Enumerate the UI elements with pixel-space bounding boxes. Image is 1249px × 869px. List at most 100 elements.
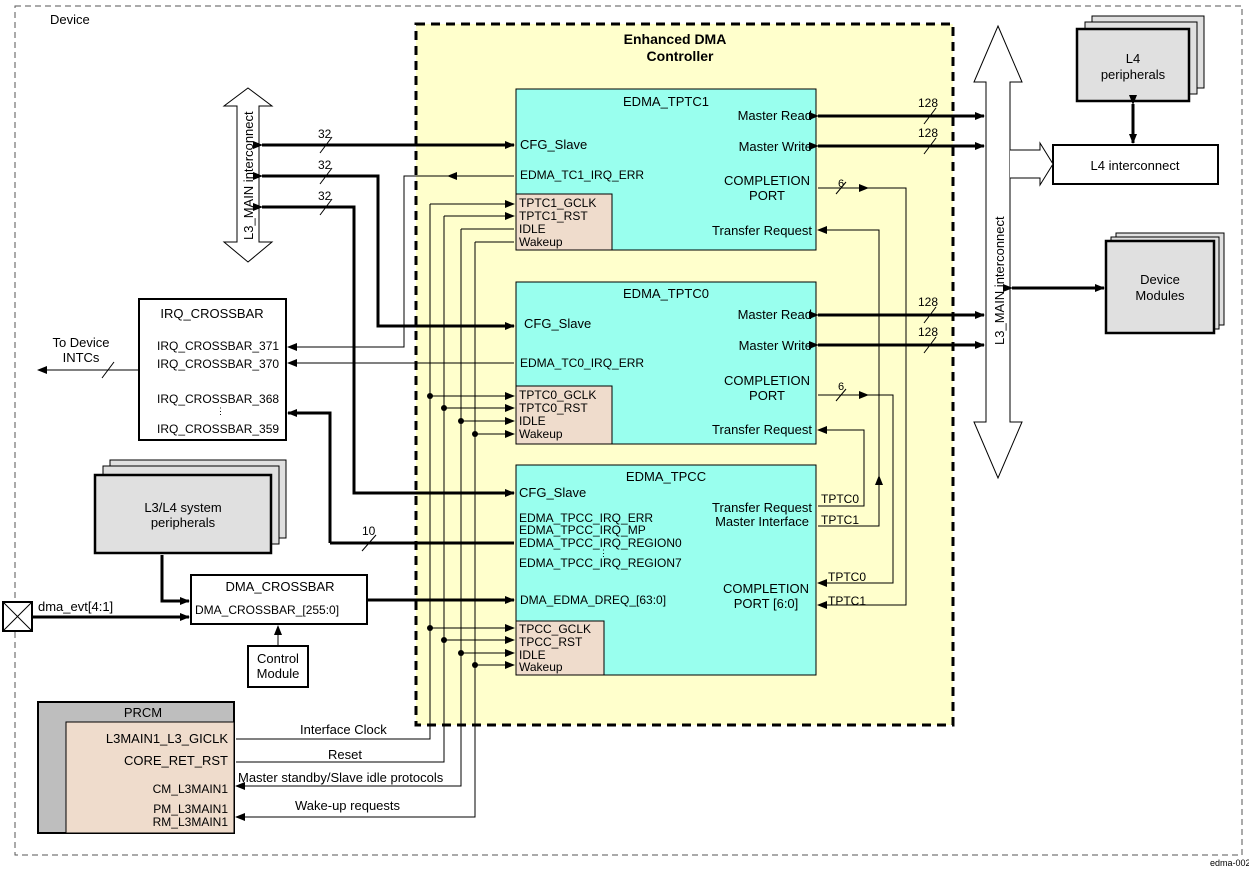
irq-crossbar-box xyxy=(138,298,287,441)
tr-to-tptc0 xyxy=(817,426,865,507)
tptc1-sig-idle: IDLE xyxy=(519,222,546,236)
tptc0-completion-2: PORT xyxy=(749,388,785,403)
tptc1-signal-box xyxy=(515,193,613,251)
reset-line xyxy=(236,216,445,763)
tptc0-cfg: CFG_Slave xyxy=(524,316,591,331)
prcm-core-ret-rst: CORE_RET_RST xyxy=(124,753,228,768)
l4-peripherals-line1: L4 xyxy=(1126,51,1140,66)
tpcc-tptc0-a: TPTC0 xyxy=(821,492,859,506)
dma-crossbar-box xyxy=(190,574,368,625)
width-6-a: 6 xyxy=(838,178,844,190)
l3l4-to-dma-crossbar xyxy=(160,555,190,605)
control-module-line1: Control xyxy=(257,651,299,666)
prcm-rm: RM_L3MAIN1 xyxy=(153,815,229,829)
tptc0-sig-idle: IDLE xyxy=(519,414,546,428)
width-6-b: 6 xyxy=(838,381,844,393)
irq-crossbar-dots: ⋮ xyxy=(216,406,225,416)
tptc1-transfer-request: Transfer Request xyxy=(712,223,812,238)
module-tptc1: EDMA_TPTC1 CFG_Slave EDMA_TC1_IRQ_ERR Ma… xyxy=(515,88,817,251)
l4-peripherals: L4 peripherals xyxy=(1075,15,1205,103)
l3l4-system-peripherals: L3/L4 system peripherals xyxy=(93,459,287,555)
tpcc-tr-master-2: Master Interface xyxy=(715,514,809,529)
tptc0-sig-wakeup: Wakeup xyxy=(519,427,563,441)
tptc1-completion-2: PORT xyxy=(749,188,785,203)
clock-line xyxy=(236,204,431,740)
l3-main-left-bus xyxy=(222,87,274,263)
control-module-line2: Module xyxy=(257,666,300,681)
dma-evt-label: dma_evt[4:1] xyxy=(38,599,113,614)
width-32-b: 32 xyxy=(318,158,332,172)
tpcc-name: EDMA_TPCC xyxy=(626,469,706,484)
tptc1-sig-wakeup: Wakeup xyxy=(519,235,563,249)
width-128-c: 128 xyxy=(918,295,938,309)
tptc0-name: EDMA_TPTC0 xyxy=(623,286,709,301)
width-128-d: 128 xyxy=(918,325,938,339)
prcm-title: PRCM xyxy=(124,705,162,720)
tr-to-tptc1 xyxy=(817,226,880,527)
width-32-c: 32 xyxy=(318,189,332,203)
l3-to-l4-arrow xyxy=(1010,141,1054,187)
tpcc-completion-2: PORT [6:0] xyxy=(734,596,799,611)
tptc0-irq: EDMA_TC0_IRQ_ERR xyxy=(520,356,644,370)
tpcc-tptc1-b: TPTC1 xyxy=(828,594,866,608)
tptc1-sig-gclk: TPTC1_GCLK xyxy=(519,196,596,210)
l4-interconnect-label: L4 interconnect xyxy=(1091,158,1180,173)
tpcc-tr-master-1: Transfer Request xyxy=(712,500,812,515)
cfg-tpcc-bus xyxy=(253,203,515,497)
device-label: Device xyxy=(50,12,90,27)
tpcc-dreq: DMA_EDMA_DREQ_[63:0] xyxy=(520,593,666,607)
tpcc-irq-mp: EDMA_TPCC_IRQ_MP xyxy=(519,523,646,537)
l4-interconnect-box xyxy=(1052,144,1219,185)
l4-peripherals-line2: peripherals xyxy=(1101,67,1166,82)
tptc1-cfg: CFG_Slave xyxy=(520,137,587,152)
edma-title-1: Enhanced DMA xyxy=(624,31,727,47)
tpcc-tptc0-b: TPTC0 xyxy=(828,570,866,584)
device-boundary xyxy=(14,5,1243,856)
sig-interface-clock: Interface Clock xyxy=(300,722,387,737)
tpcc-tptc1-a: TPTC1 xyxy=(821,513,859,527)
device-modules-line1: Device xyxy=(1140,272,1180,287)
dma-crossbar-title: DMA_CROSSBAR xyxy=(225,579,334,594)
l3-main-left-label: L3_MAIN interconnect xyxy=(241,111,256,240)
tptc0-master-write: Master Write xyxy=(739,338,812,353)
tptc1-master-write: Master Write xyxy=(739,139,812,154)
edma-title-2: Controller xyxy=(647,48,714,64)
tptc0-sig-gclk: TPTC0_GCLK xyxy=(519,388,596,402)
tpcc-irq-region7: EDMA_TPCC_IRQ_REGION7 xyxy=(519,556,682,570)
width-128-a: 128 xyxy=(918,96,938,110)
prcm-block: PRCM L3MAIN1_L3_GICLK CORE_RET_RST CM_L3… xyxy=(37,701,235,834)
width-32-a: 32 xyxy=(318,127,332,141)
irq-crossbar-370: IRQ_CROSSBAR_370 xyxy=(157,357,279,371)
device-modules-line2: Modules xyxy=(1135,288,1185,303)
width-10: 10 xyxy=(362,524,376,538)
tpcc-sig-rst: TPCC_RST xyxy=(519,635,583,649)
sig-wakeup: Wake-up requests xyxy=(295,798,401,813)
sig-reset: Reset xyxy=(328,747,362,762)
to-device-intc-2: INTCs xyxy=(63,350,100,365)
dma-crossbar-port: DMA_CROSSBAR_[255:0] xyxy=(195,603,339,617)
sig-standby: Master standby/Slave idle protocols xyxy=(238,770,444,785)
irq-crossbar-371: IRQ_CROSSBAR_371 xyxy=(157,339,279,353)
prcm-pm: PM_L3MAIN1 xyxy=(153,802,228,816)
idle-line xyxy=(235,229,462,790)
figure-id: edma-002 xyxy=(1210,858,1249,868)
tptc1-irq: EDMA_TC1_IRQ_ERR xyxy=(520,168,644,182)
tpcc-sig-gclk: TPCC_GCLK xyxy=(519,622,591,636)
tpcc-completion-1: COMPLETION xyxy=(723,581,809,596)
module-tptc0: EDMA_TPTC0 CFG_Slave EDMA_TC0_IRQ_ERR Ma… xyxy=(515,281,817,445)
to-device-intc-1: To Device xyxy=(52,335,109,350)
tpcc-sig-wakeup: Wakeup xyxy=(519,660,563,674)
tpcc-irq-to-crossbar xyxy=(287,409,332,543)
tpcc-sig-idle: IDLE xyxy=(519,648,546,662)
irq-crossbar-368: IRQ_CROSSBAR_368 xyxy=(157,392,279,406)
tpcc-irq-region0: EDMA_TPCC_IRQ_REGION0 xyxy=(519,536,682,550)
tptc0-sig-rst: TPTC0_RST xyxy=(519,401,588,415)
width-128-b: 128 xyxy=(918,126,938,140)
l3l4-system-line1: L3/L4 system xyxy=(144,500,221,515)
tpcc-dots: ⋮ xyxy=(599,548,608,558)
tptc1-master-read: Master Read xyxy=(738,108,812,123)
l3-main-right-bus xyxy=(973,24,1023,480)
tptc1-name: EDMA_TPTC1 xyxy=(623,94,709,109)
tptc0-completion-1: COMPLETION xyxy=(724,373,810,388)
